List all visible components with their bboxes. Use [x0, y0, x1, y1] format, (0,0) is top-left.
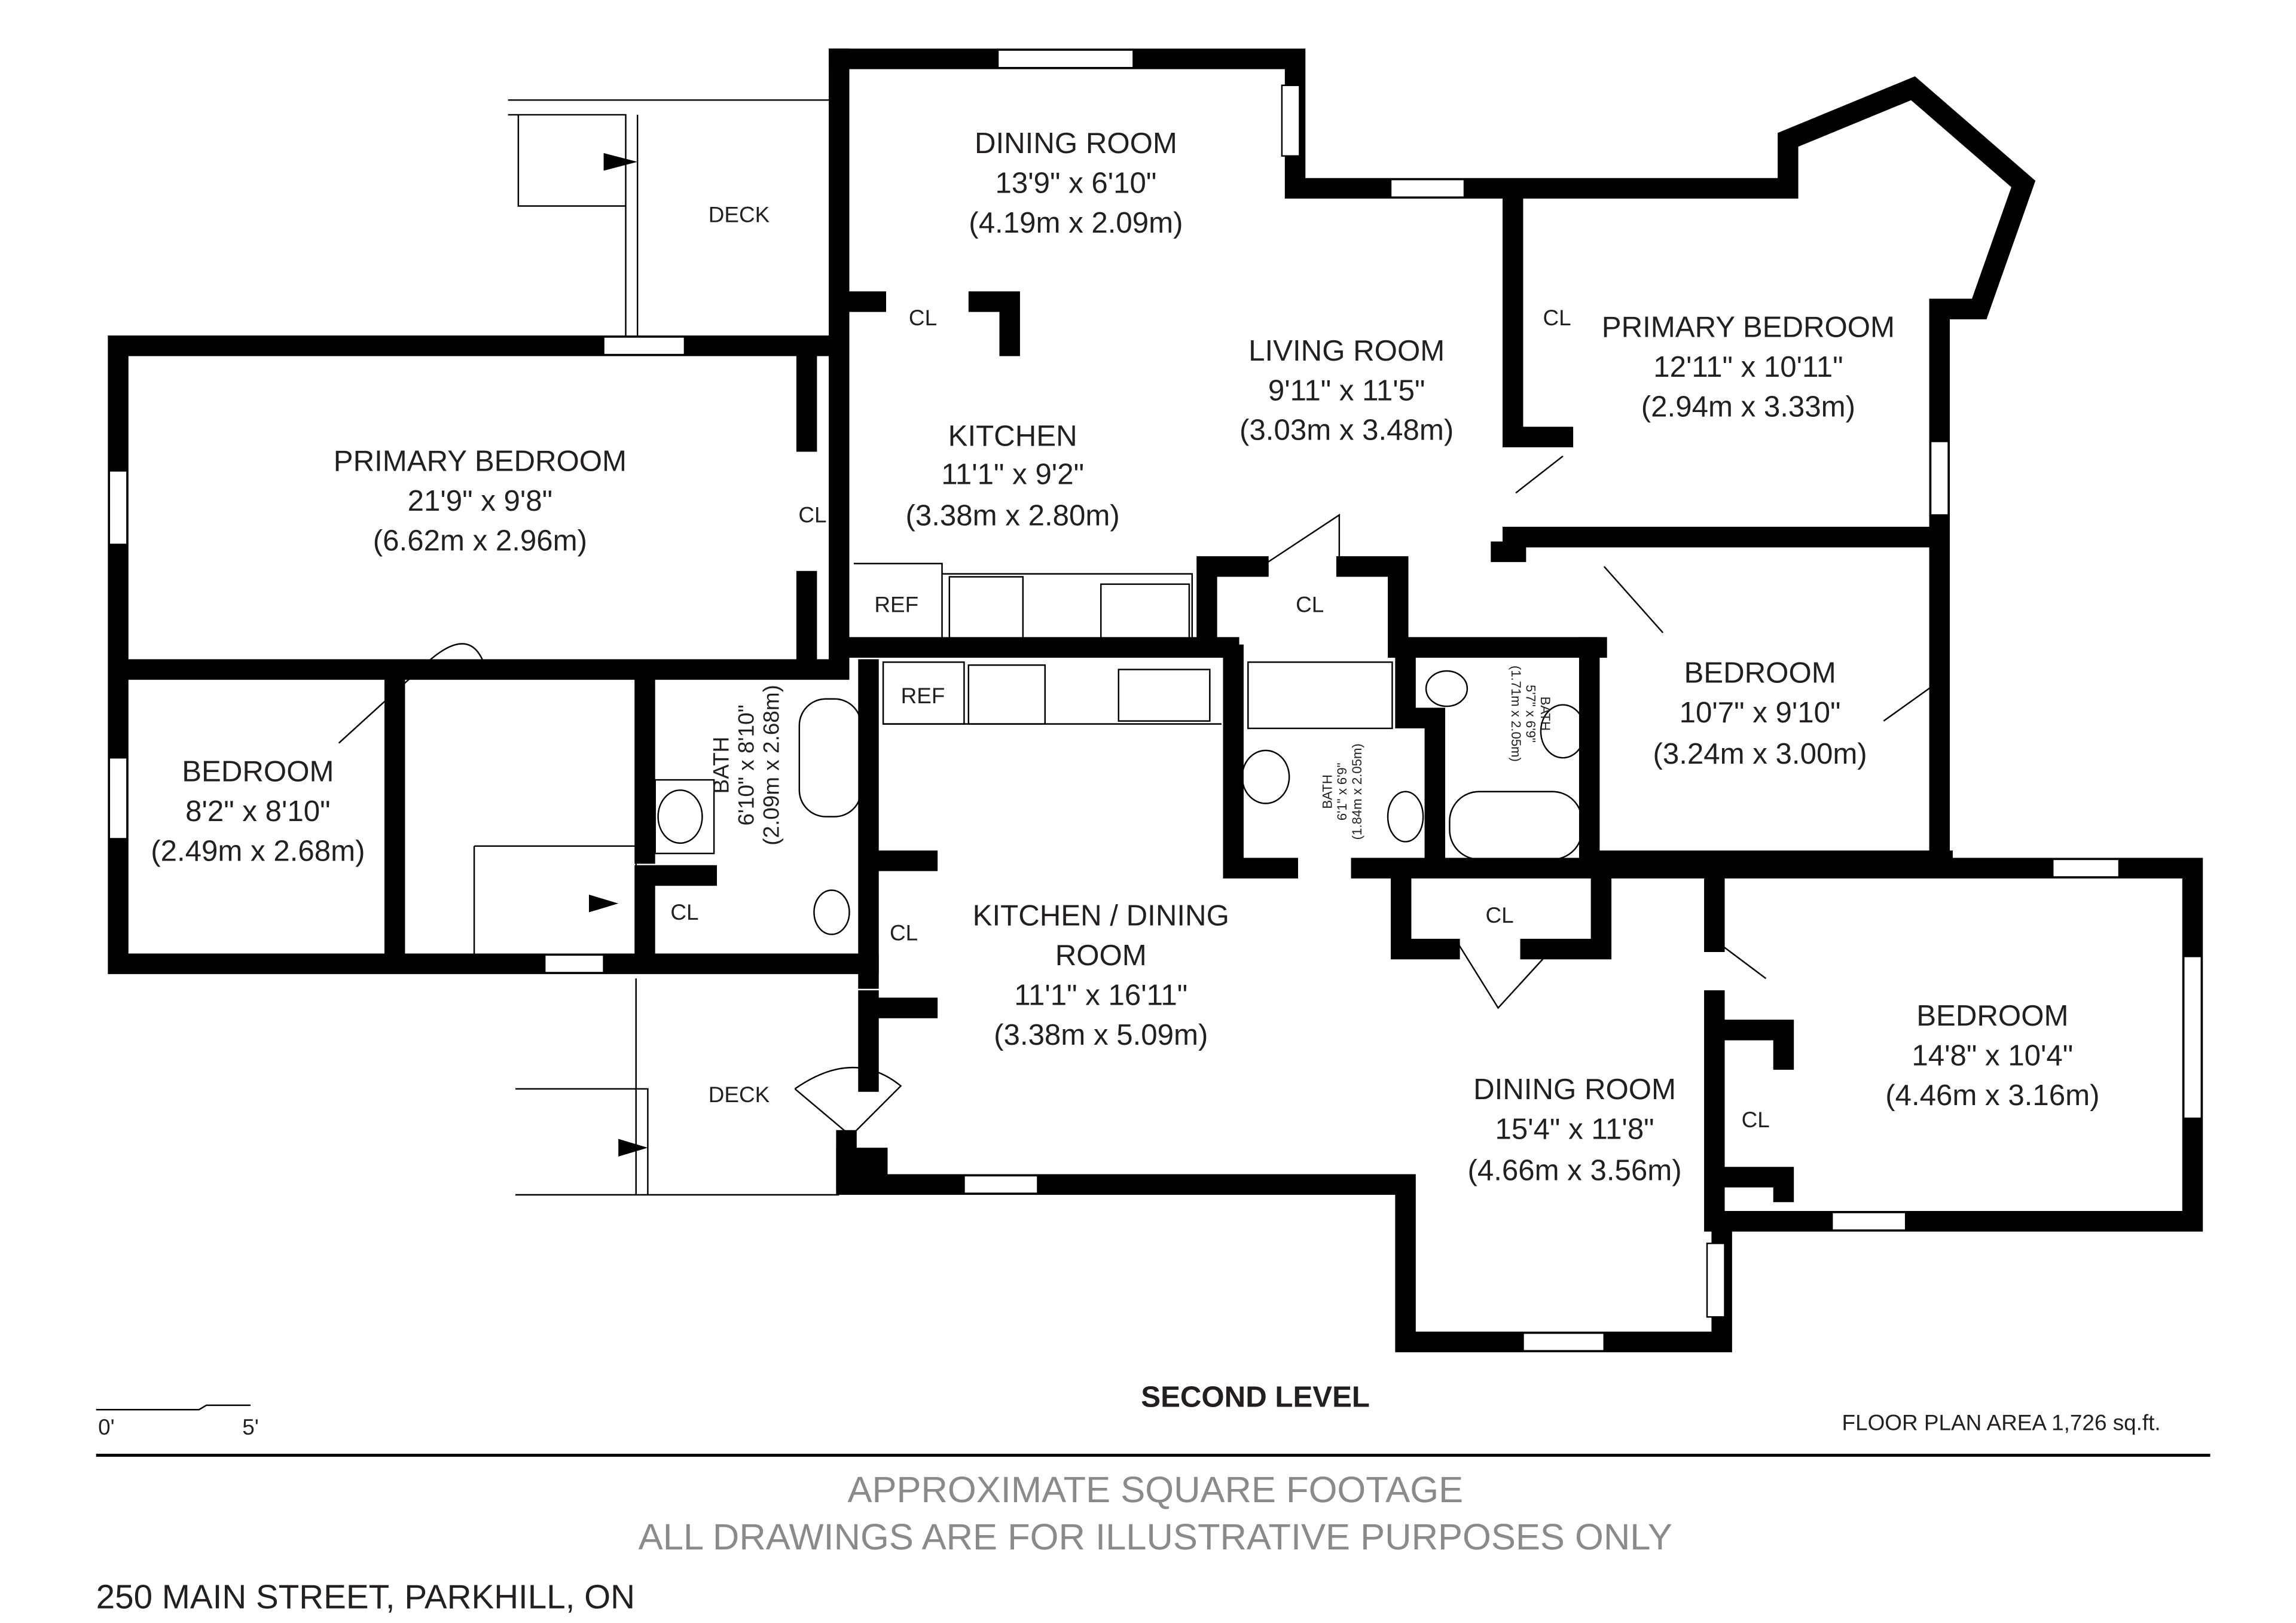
room-size-metric: (3.38m x 2.80m)	[906, 499, 1120, 532]
room-size-metric: (4.19m x 2.09m)	[969, 206, 1183, 239]
room-size-metric: (1.84m x 2.05m)	[1349, 743, 1364, 840]
room-size: 11'1" x 9'2"	[941, 458, 1084, 491]
closet-label: CL	[670, 900, 698, 925]
refrigerator-label: REF	[901, 684, 945, 708]
room-name: PRIMARY BEDROOM	[1602, 310, 1895, 343]
room-name: DINING ROOM	[1473, 1073, 1676, 1106]
closet-label: CL	[1742, 1108, 1770, 1132]
room-name: BEDROOM	[182, 755, 334, 788]
room-name: KITCHEN / DINING	[973, 899, 1229, 932]
closet-label: CL	[909, 306, 937, 330]
room-size: 9'11" x 11'5"	[1268, 374, 1425, 407]
room-name: PRIMARY BEDROOM	[334, 444, 627, 477]
room-size-metric: (6.62m x 2.96m)	[373, 524, 587, 557]
footer: 0' 5' SECOND LEVEL FLOOR PLAN AREA 1,726…	[96, 1380, 2210, 1615]
room-size-metric: (4.46m x 3.16m)	[1885, 1079, 2099, 1112]
room-name: BATH	[709, 737, 734, 794]
room-size: 15'4" x 11'8"	[1495, 1112, 1654, 1145]
room-name-line2: ROOM	[1055, 939, 1147, 972]
deck-label: DECK	[709, 203, 770, 227]
fixtures	[96, 99, 1936, 1411]
room-size-metric: (2.94m x 3.33m)	[1641, 390, 1855, 423]
room-name: KITCHEN	[948, 420, 1077, 453]
floor-area: FLOOR PLAN AREA 1,726 sq.ft.	[1842, 1411, 2161, 1435]
room-size: 6'1" x 6'9"	[1335, 762, 1349, 820]
room-size: 8'2" x 8'10"	[185, 795, 330, 828]
room-size: 21'9" x 9'8"	[408, 484, 552, 517]
closet-label: CL	[890, 920, 918, 945]
room-size: 12'11" x 10'11"	[1653, 350, 1843, 383]
room-name: BATH	[1320, 774, 1335, 809]
room-size: 11'1" x 16'11"	[1014, 979, 1187, 1012]
room-size-metric: (2.09m x 2.68m)	[759, 685, 783, 846]
room-size-metric: (3.24m x 3.00m)	[1653, 737, 1867, 770]
room-size-metric: (3.03m x 3.48m)	[1239, 414, 1454, 447]
room-size: 6'10" x 8'10"	[734, 704, 759, 825]
closet-label: CL	[1543, 306, 1571, 330]
room-size: 5'7" x 6'9"	[1523, 685, 1538, 743]
refrigerator-label: REF	[874, 593, 918, 617]
deck-label: DECK	[709, 1082, 770, 1107]
room-name: DINING ROOM	[975, 127, 1177, 160]
room-size-metric: (1.71m x 2.05m)	[1509, 666, 1523, 762]
disclaimer-line2: ALL DRAWINGS ARE FOR ILLUSTRATIVE PURPOS…	[639, 1517, 1672, 1558]
room-name: BEDROOM	[1684, 657, 1836, 690]
room-size: 14'8" x 10'4"	[1912, 1039, 2073, 1072]
scale-end: 5'	[242, 1415, 259, 1439]
room-size: 10'7" x 9'10"	[1680, 696, 1841, 729]
closet-label: CL	[1485, 903, 1513, 928]
windows	[108, 49, 2202, 1352]
address: 250 MAIN STREET, PARKHILL, ON	[96, 1578, 635, 1615]
room-labels: DINING ROOM 13'9" x 6'10" (4.19m x 2.09m…	[151, 127, 2099, 1186]
room-size-metric: (4.66m x 3.56m)	[1467, 1154, 1681, 1186]
room-name: LIVING ROOM	[1248, 334, 1445, 367]
closet-label: CL	[1296, 593, 1324, 617]
room-name: BEDROOM	[1916, 999, 2068, 1032]
room-size: 13'9" x 6'10"	[996, 166, 1157, 199]
walls	[108, 48, 2203, 1353]
level-title: SECOND LEVEL	[1141, 1380, 1370, 1413]
closet-label: CL	[798, 502, 826, 527]
room-size-metric: (2.49m x 2.68m)	[151, 834, 365, 867]
room-name: BATH	[1538, 697, 1553, 731]
room-size-metric: (3.38m x 5.09m)	[994, 1018, 1208, 1051]
scale-start: 0'	[98, 1415, 115, 1439]
disclaimer-line1: APPROXIMATE SQUARE FOOTAGE	[847, 1469, 1463, 1511]
